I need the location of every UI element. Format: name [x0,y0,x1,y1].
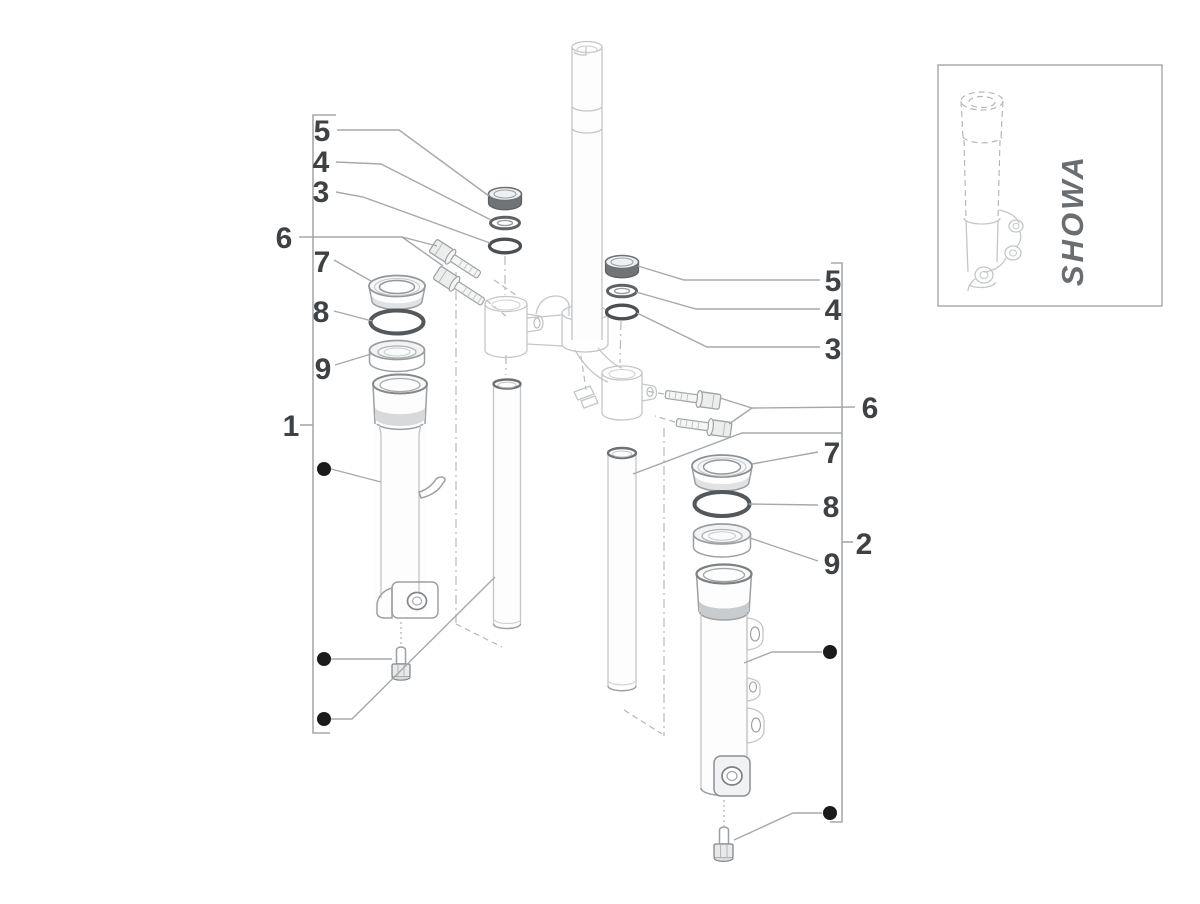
stanchion-left [492,378,522,630]
callout-right-7: 7 [824,437,841,470]
bullet-marker [823,806,837,820]
steering-tube [571,40,603,335]
callout-left-8: 8 [313,296,330,329]
axle-bolt-right [713,800,734,862]
bullet-marker [317,462,331,476]
callout-right-5: 5 [825,265,842,298]
bullet-marker [317,712,331,726]
pinch-bolts-right [664,390,733,438]
bracket-right [830,262,853,823]
outer-tube-right [695,563,765,797]
callout-right-2: 2 [856,528,873,561]
callout-left-4: 4 [313,146,330,179]
assembly-dash-lines [455,256,676,736]
washer [606,283,638,299]
inset-box [937,64,1163,307]
leader-lines-right [632,265,856,841]
callout-right-4: 4 [825,294,842,327]
cap-washer-oring-right [604,254,640,321]
callout-left-5: 5 [314,115,331,148]
dust-seal [691,454,753,492]
bullet-marker [317,652,331,666]
inset-panel: SHOWA [937,64,1163,307]
showa-logo: SHOWA [1055,154,1090,286]
callout-right-9: 9 [824,548,841,581]
o-ring [604,303,640,321]
callout-right-8: 8 [823,491,840,524]
cap-washer-oring-left [487,186,523,255]
inset-fork-outline [960,91,1024,292]
bullet-marker [823,645,837,659]
o-ring [487,237,523,255]
guide-bushing [692,523,752,558]
leader-lines-left [299,129,496,720]
callout-left-6: 6 [276,222,293,255]
seal-stack-left [368,274,426,373]
bullet-markers-right [823,645,837,820]
outer-tube-left [372,373,446,619]
fork-crown [484,295,658,421]
callout-right-6: 6 [862,392,879,425]
stanchion-right [606,446,638,692]
bracket-left [300,114,336,734]
callout-right-3: 3 [825,333,842,366]
o-ring [368,308,426,336]
callout-left-9: 9 [315,353,332,386]
bullet-markers-left [317,462,331,726]
callout-left-1: 1 [283,410,300,443]
callout-left-7: 7 [314,246,331,279]
dust-seal [368,274,426,311]
guide-bushing [368,339,426,373]
washer [489,215,521,231]
seal-stack-right [691,454,753,558]
callout-left-3: 3 [313,176,330,209]
